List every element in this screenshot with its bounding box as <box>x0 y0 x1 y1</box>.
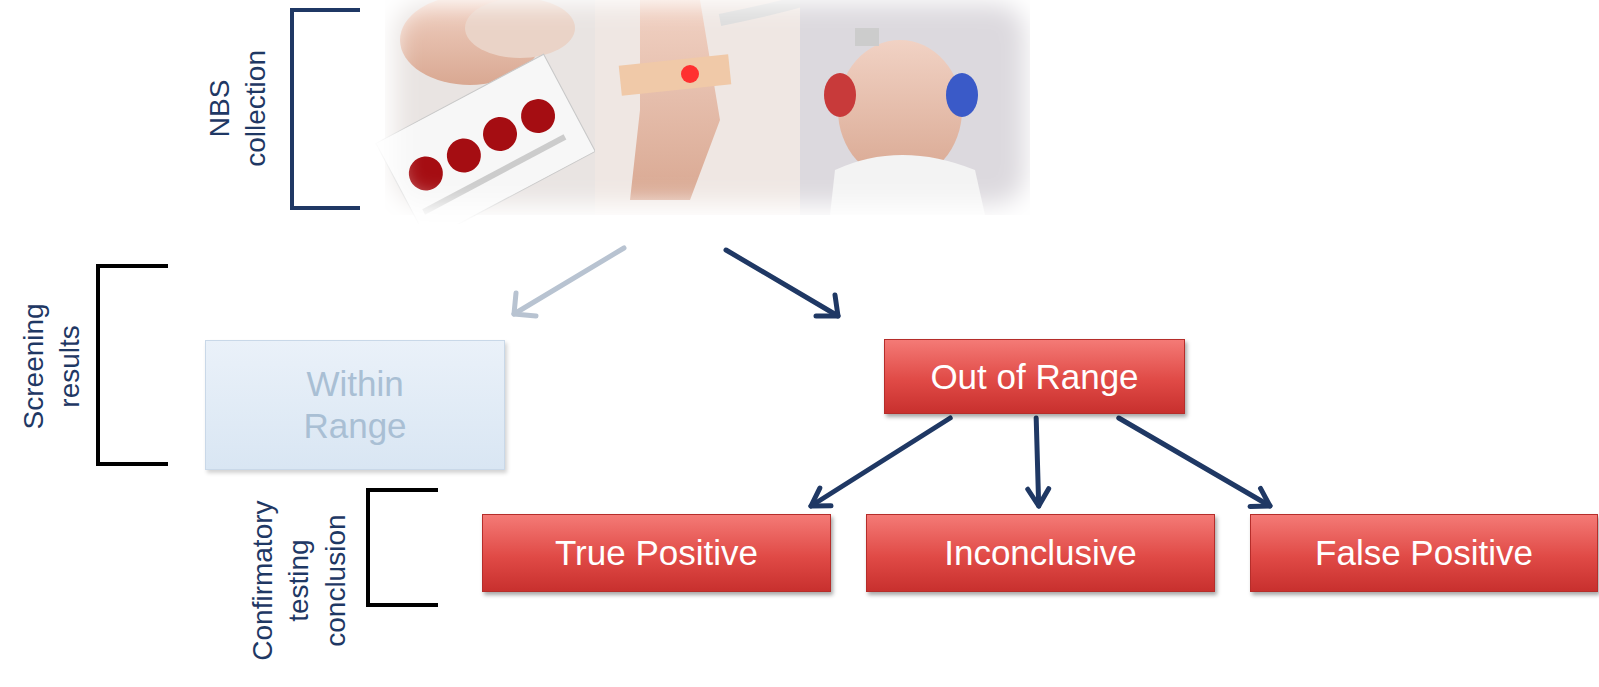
box-label: Inconclusive <box>944 532 1137 574</box>
box-label: Within Range <box>270 363 440 447</box>
arrow <box>1119 418 1270 506</box>
process-box: Out of Range <box>884 339 1185 414</box>
arrow <box>1028 418 1049 506</box>
process-box: Within Range <box>205 340 505 470</box>
bracket <box>98 266 168 464</box>
arrow <box>811 418 950 506</box>
bracket <box>292 10 360 208</box>
bracket-label: Confirmatory testing conclusion <box>245 480 354 680</box>
process-box: False Positive <box>1250 514 1598 592</box>
box-label: True Positive <box>555 532 758 574</box>
arrow <box>726 250 838 316</box>
process-box: Inconclusive <box>866 514 1215 592</box>
newborn-photos <box>376 0 1030 241</box>
arrowhead <box>514 293 536 316</box>
box-label: False Positive <box>1315 532 1533 574</box>
bracket-label: NBS collection <box>202 28 275 188</box>
process-box: True Positive <box>482 514 831 592</box>
arrowhead <box>816 295 838 316</box>
box-label: Out of Range <box>930 356 1138 398</box>
bracket <box>368 490 438 605</box>
arrow <box>514 248 624 314</box>
bracket-label: Screening results <box>16 281 89 451</box>
